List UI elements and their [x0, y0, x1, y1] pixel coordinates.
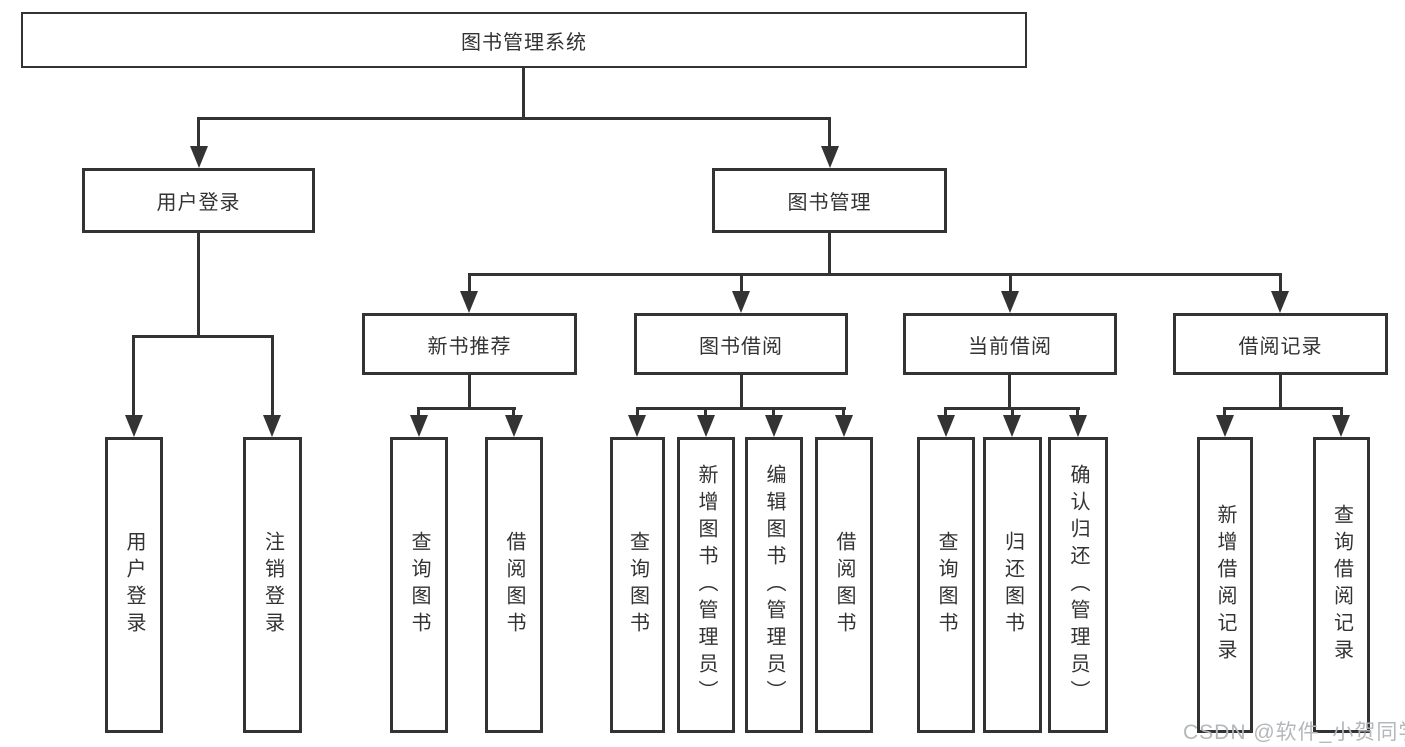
- connector-segment: [1009, 273, 1012, 295]
- connector-segment: [1076, 407, 1079, 419]
- leaf-bb-borrow-books: 借阅图书: [815, 437, 873, 733]
- connector-segment: [417, 407, 516, 410]
- connector-segment: [132, 335, 135, 419]
- connector-segment: [772, 407, 775, 419]
- connector-segment: [636, 407, 846, 410]
- arrowhead-down-icon: [1216, 415, 1234, 437]
- watermark: CSDN @软件_小贺同学: [1183, 721, 1405, 744]
- arrowhead-down-icon: [1069, 415, 1087, 437]
- connector-segment: [1279, 375, 1282, 409]
- arrowhead-down-icon: [410, 415, 428, 437]
- arrowhead-down-icon: [835, 415, 853, 437]
- leaf-nbr-query-books: 查询图书: [390, 437, 448, 733]
- connector-segment: [636, 407, 639, 419]
- arrowhead-down-icon: [263, 415, 281, 437]
- connector-segment: [271, 335, 274, 419]
- arrowhead-down-icon: [1003, 415, 1021, 437]
- connector-segment: [1279, 273, 1282, 295]
- leaf-br-query-record: 查询借阅记录: [1313, 437, 1370, 733]
- arrowhead-down-icon: [628, 415, 646, 437]
- connector-segment: [197, 233, 200, 337]
- connector-segment: [522, 68, 525, 118]
- leaf-br-add-record: 新增借阅记录: [1197, 437, 1253, 733]
- node-borrowing-records: 借阅记录: [1173, 313, 1388, 375]
- connector-segment: [828, 117, 831, 150]
- arrowhead-down-icon: [1271, 291, 1289, 313]
- connector-segment: [132, 335, 274, 338]
- node-user-login: 用户登录: [82, 168, 315, 233]
- arrowhead-down-icon: [460, 291, 478, 313]
- arrowhead-down-icon: [732, 291, 750, 313]
- connector-segment: [1340, 407, 1343, 419]
- connector-segment: [197, 117, 831, 120]
- node-current-borrowing: 当前借阅: [903, 313, 1117, 375]
- leaf-cb-query-books: 查询图书: [917, 437, 975, 733]
- leaf-bb-add-books-admin: 新增图书（管理员）: [677, 437, 735, 733]
- connector-segment: [1008, 375, 1011, 409]
- node-new-book-recommend: 新书推荐: [362, 313, 577, 375]
- arrowhead-down-icon: [697, 415, 715, 437]
- leaf-nbr-borrow-books: 借阅图书: [485, 437, 543, 733]
- connector-segment: [704, 407, 707, 419]
- arrowhead-down-icon: [505, 415, 523, 437]
- node-root-library-management-system: 图书管理系统: [21, 12, 1027, 68]
- connector-segment: [468, 375, 471, 409]
- leaf-bb-query-books: 查询图书: [610, 437, 665, 733]
- connector-segment: [197, 117, 200, 150]
- arrowhead-down-icon: [190, 146, 208, 168]
- leaf-bb-edit-books-admin: 编辑图书（管理员）: [745, 437, 803, 733]
- leaf-logout: 注销登录: [243, 437, 302, 733]
- connector-segment: [468, 273, 471, 295]
- connector-segment: [1011, 407, 1014, 419]
- arrowhead-down-icon: [125, 415, 143, 437]
- arrowhead-down-icon: [1332, 415, 1350, 437]
- arrowhead-down-icon: [765, 415, 783, 437]
- connector-segment: [1223, 407, 1226, 419]
- leaf-cb-confirm-return-admin: 确认归还（管理员）: [1048, 437, 1108, 733]
- connector-segment: [842, 407, 845, 419]
- connector-segment: [944, 407, 947, 419]
- connector-segment: [1223, 407, 1343, 410]
- arrowhead-down-icon: [821, 146, 839, 168]
- connector-segment: [740, 375, 743, 409]
- leaf-cb-return-books: 归还图书: [983, 437, 1042, 733]
- node-book-management: 图书管理: [712, 168, 947, 233]
- connector-segment: [740, 273, 743, 295]
- connector-segment: [468, 273, 1282, 276]
- leaf-user-login: 用户登录: [105, 437, 163, 733]
- connector-segment: [828, 233, 831, 275]
- connector-segment: [417, 407, 420, 419]
- connector-segment: [512, 407, 515, 419]
- arrowhead-down-icon: [1001, 291, 1019, 313]
- node-book-borrowing: 图书借阅: [634, 313, 848, 375]
- arrowhead-down-icon: [937, 415, 955, 437]
